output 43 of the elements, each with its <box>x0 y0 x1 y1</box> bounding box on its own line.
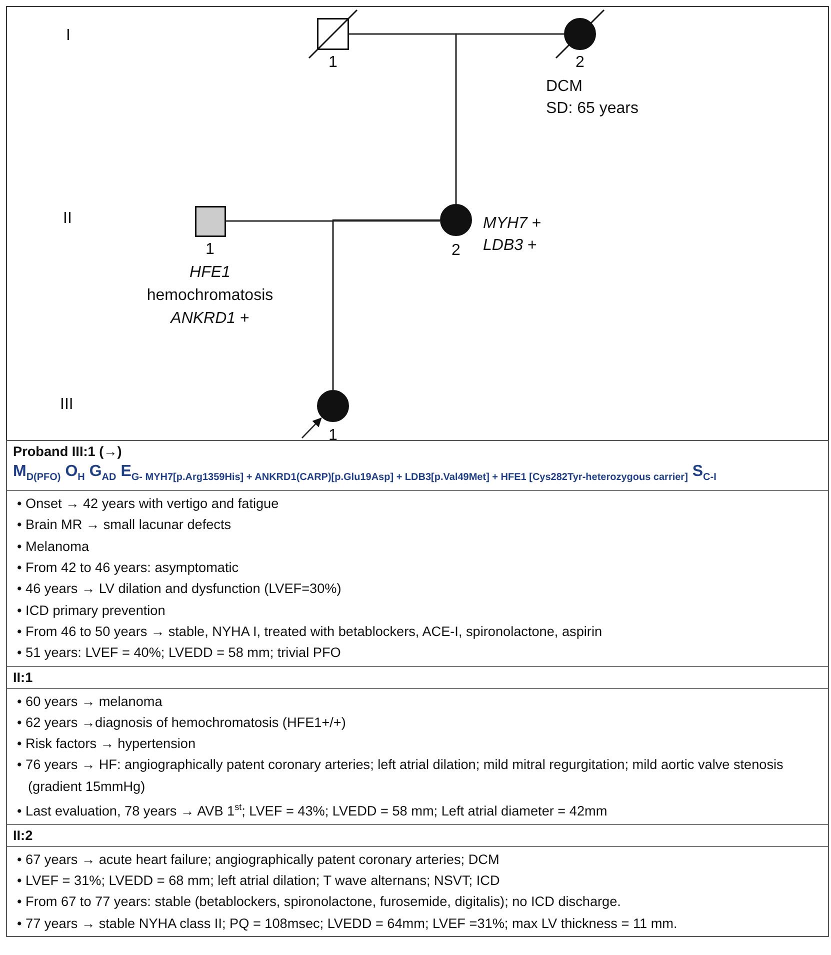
individual-number: 2 <box>576 53 584 73</box>
proband-arrow <box>302 418 322 438</box>
bullet-item: • 60 years → melanoma <box>17 692 164 711</box>
clinical-note: LDB3 + <box>483 236 537 256</box>
section-heading: II:1 <box>7 666 828 688</box>
bullet-item: • 76 years → HF: angiographically patent coronary arteries; left atrial dilation; mild mitral regurgitation; mild aortic valve stenosis (gradient 15mmHg) <box>17 756 784 796</box>
classification-line: M$_{D(PFO)}$ O$_{H}$ G$_{AD}$ E$_{G- MYH7[p.Arg1359His] + ANKRD1(CARP)[p.Glu19Asp] + LDB3[p.Val49Met] + HFE1 [Cys282Tyr-heterozygous carrier]}$ S$_{C-I}$ <box>12 462 718 486</box>
male-symbol <box>309 10 357 58</box>
section-heading: Proband III:1 (→) <box>12 443 123 461</box>
bullet-item: • 67 years → acute heart failure; angiographically patent coronary arteries; DCM <box>17 850 500 869</box>
bullet-item: • 51 years: LVEF = 40%; LVEDD = 58 mm; trivial PFO <box>17 644 342 662</box>
bullet-item: • Last evaluation, 78 years → AVB 1$^{st}$; LVEF = 43%; LVEDD = 58 mm; Left atrial diameter = 42mm <box>17 801 608 821</box>
relationship-line <box>455 33 564 204</box>
bullet-item: • Risk factors → hypertension <box>17 735 197 754</box>
male-symbol <box>194 206 226 236</box>
clinical-note: HFE1 <box>190 263 230 283</box>
clinical-note: DCM <box>546 77 582 97</box>
bullet-item: • Melanoma <box>17 538 90 556</box>
clinical-note: MYH7 + <box>483 214 542 234</box>
bullet-item: • 62 years →diagnosis of hemochromatosis (HFE1+/+) <box>17 714 347 732</box>
bullet-item: • 46 years → LV dilation and dysfunction (LVEF=30%) <box>17 580 342 598</box>
clinical-note: hemochromatosis <box>146 286 274 306</box>
female-symbol <box>440 204 472 236</box>
individual-number: 2 <box>452 241 460 261</box>
generation-label: I <box>66 27 70 45</box>
individual-number: 1 <box>328 426 338 446</box>
bullet-item: • 77 years → stable NYHA class II; PQ = 108msec; LVEDD = 64mm; LVEF =31%; max LV thickness = 11 mm. <box>17 914 678 933</box>
bullet-item: • From 42 to 46 years: asymptomatic <box>17 559 240 578</box>
individual-number: 1 <box>328 53 338 73</box>
generation-label: II <box>63 210 72 228</box>
generation-label: III <box>60 396 74 414</box>
section-heading: II:2 <box>7 824 828 846</box>
bullet-item: • LVEF = 31%; LVEDD = 68 mm; left atrial dilation; T wave alternans; NSVT; ICD <box>17 872 501 890</box>
bullet-item: • Brain MR → small lacunar defects <box>17 516 232 534</box>
relationship-line <box>332 219 440 390</box>
bullet-item: • ICD primary prevention <box>17 602 166 620</box>
clinical-note: SD: 65 years <box>546 99 638 119</box>
female-symbol <box>317 390 349 422</box>
bullet-item: • Onset → 42 years with vertigo and fatigue <box>17 495 280 514</box>
clinical-note: ANKRD1 + <box>170 309 250 329</box>
bullet-item: • From 46 to 50 years → stable, NYHA I, treated with betablockers, ACE-I, spironolactone, aspirin <box>17 622 604 641</box>
individual-number: 1 <box>206 240 214 260</box>
bullet-item: • From 67 to 77 years: stable (betablockers, spironolactone, furosemide, digitalis); no ICD discharge. <box>17 893 622 912</box>
